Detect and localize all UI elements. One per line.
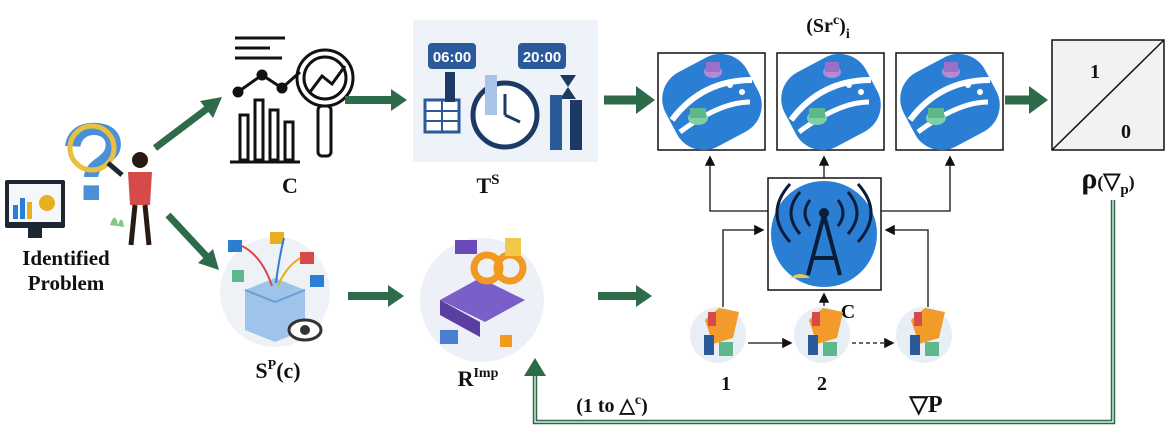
rho-label: ρ(▽p) — [1081, 162, 1134, 198]
svg-text:20:00: 20:00 — [523, 49, 561, 66]
circuit-board-3 — [895, 52, 1004, 151]
tower-box — [767, 177, 882, 291]
identified-label-line2: Problem — [28, 271, 105, 295]
worker-node-p — [896, 307, 952, 363]
node-1-label: 1 — [721, 373, 731, 395]
rho-one: 1 — [1090, 61, 1100, 83]
worker-node-1 — [690, 307, 746, 363]
svg-text:?: ? — [60, 101, 127, 224]
identified-problem-illustration: ? — [5, 101, 152, 246]
scheduling-label: TS — [476, 172, 499, 198]
circuit-board-1 — [657, 52, 766, 151]
data-flow-label: SP(c) — [255, 358, 300, 383]
green-arrows — [152, 86, 1048, 307]
implementation-illustration — [420, 238, 544, 362]
worker-node-2 — [794, 307, 850, 363]
scheduling-illustration: 06:00 20:00 — [413, 20, 598, 162]
node-2-label: 2 — [817, 373, 827, 395]
feedback-loop-label: (1 to △c) — [576, 393, 648, 417]
connectors — [704, 155, 956, 349]
analytics-label: C — [282, 173, 298, 198]
feedback-loop-arrow — [524, 200, 1116, 425]
rho-box — [1051, 39, 1165, 151]
circuit-group-label: (Src)i — [806, 13, 850, 42]
rho-zero: 0 — [1121, 121, 1131, 143]
tower-label: C — [841, 301, 855, 323]
implementation-label: RImp — [458, 366, 499, 391]
circuit-board-2 — [776, 52, 885, 151]
identified-label-line1: Identified — [22, 246, 110, 270]
svg-text:06:00: 06:00 — [433, 49, 471, 66]
node-p-label: ▽P — [908, 392, 942, 418]
analytics-icon — [230, 36, 355, 164]
data-flow-illustration — [220, 232, 330, 347]
